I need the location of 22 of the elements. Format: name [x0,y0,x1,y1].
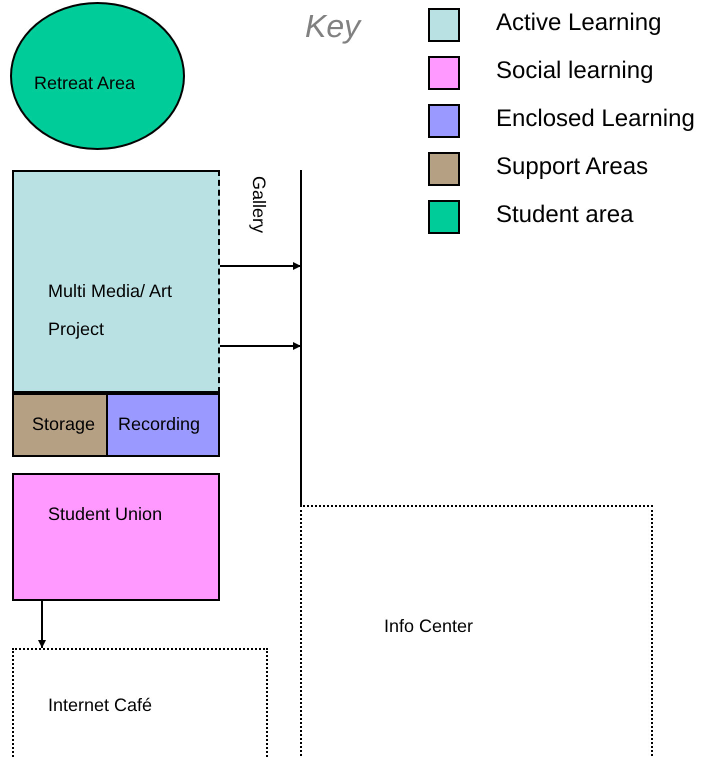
room-label: Retreat Area [34,72,136,95]
room-label: Student Union [48,503,164,526]
arrow [220,342,301,350]
room-label: Info Center [384,615,474,638]
room-label: Internet Café [48,694,154,717]
room-box [12,648,268,758]
room-label: Storage [32,413,96,436]
room-label: Recording [118,413,202,436]
legend-label: Enclosed Learning [496,105,695,133]
legend-label: Student area [496,201,634,229]
room-box [12,473,220,601]
key-heading: Key [305,8,360,45]
room-box [12,170,220,393]
legend-label: Support Areas [496,153,648,181]
legend-label: Social learning [496,57,654,85]
arrow [220,262,301,270]
room-label: Multi Media/ Art Project [48,280,174,341]
legend-label: Active Learning [496,9,662,37]
room-box [108,393,220,457]
room-box [12,393,108,457]
room-label: Gallery [249,176,269,234]
arrow [38,601,46,648]
